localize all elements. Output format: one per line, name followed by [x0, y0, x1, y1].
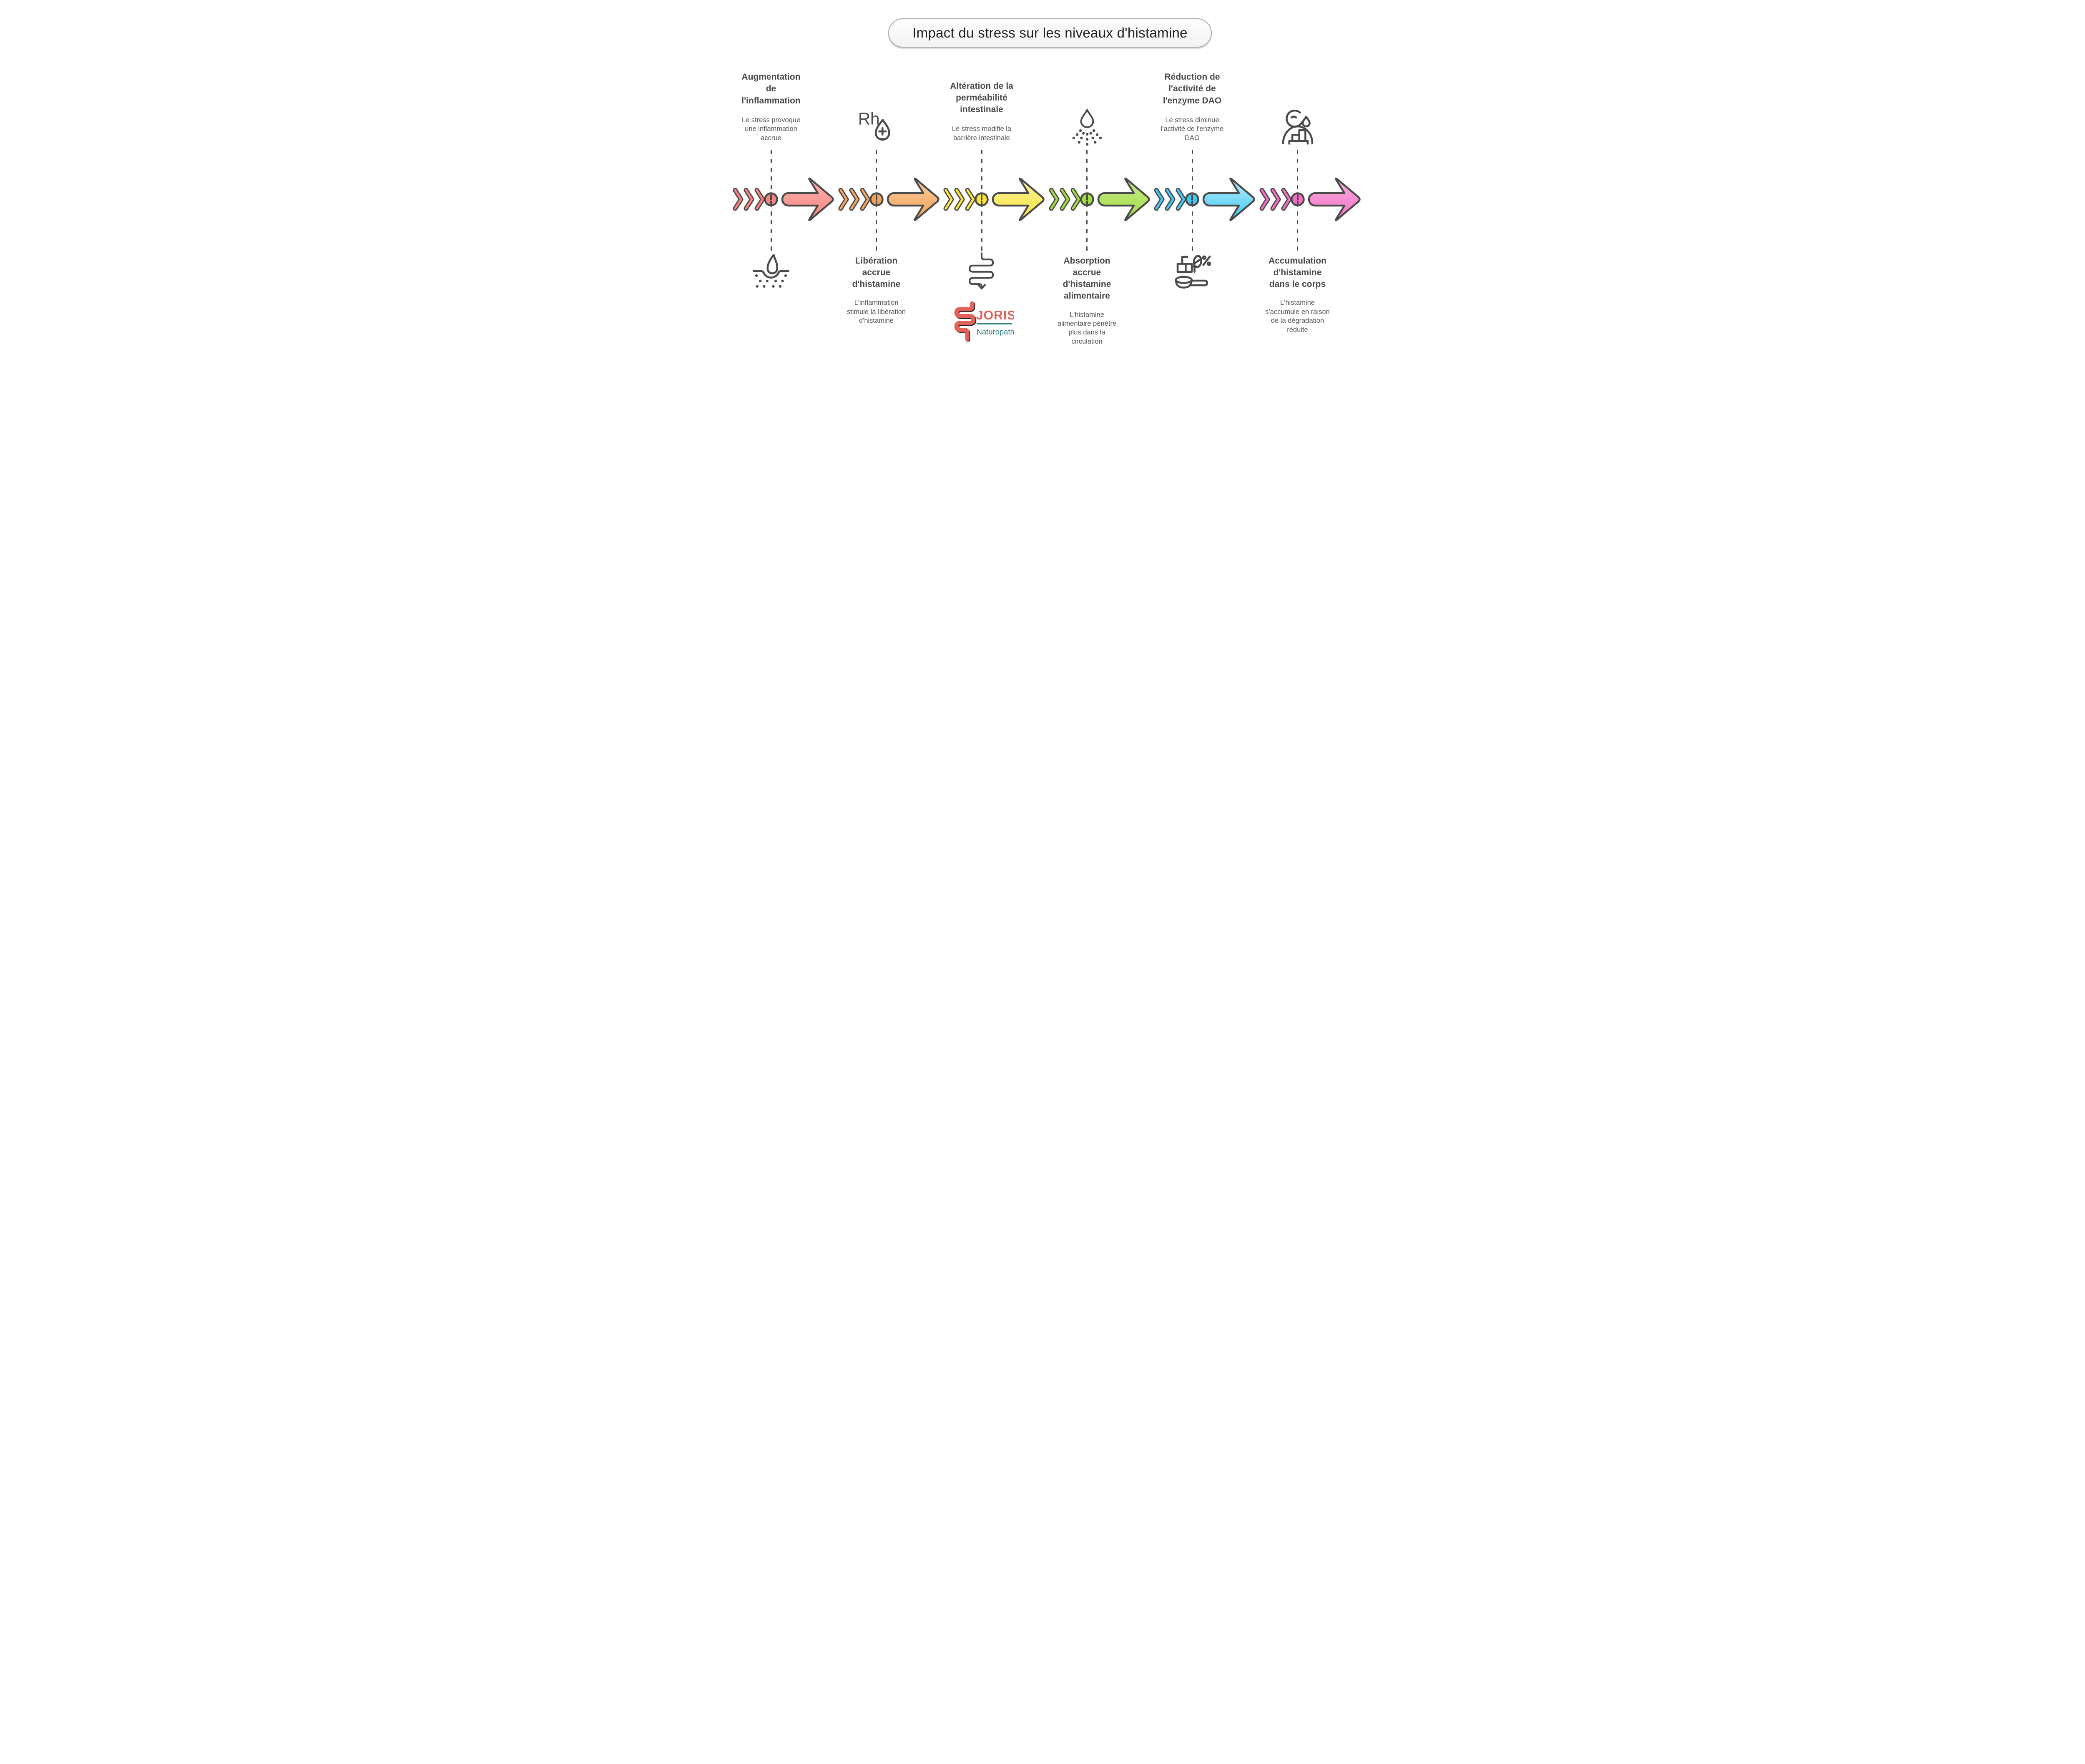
step-description: L'inflammation stimule la libération d'h… [847, 299, 906, 325]
flow-arrow-icon [1097, 177, 1150, 221]
logo-subtitle: Naturopathe [977, 327, 1014, 336]
step-1: Augmentation de l'inflammation Le stress… [718, 0, 834, 364]
step-title: Augmentation de l'inflammation [741, 72, 801, 106]
flow-arrow-icon [781, 177, 834, 221]
timeline-node-icon [975, 192, 989, 206]
page-title: Impact du stress sur les niveaux d'hista… [912, 25, 1188, 40]
timeline-node-icon [869, 192, 884, 206]
flow-arrow-icon [1202, 177, 1255, 221]
logo-name: JORIS [976, 308, 1014, 322]
droplet-spray-icon [1025, 108, 1150, 146]
step-3: Altération de la perméabilité intestinal… [929, 0, 1045, 364]
timeline-node-icon [1080, 192, 1094, 206]
step-description: Le stress provoque une inflammation accr… [741, 116, 801, 142]
chevron-trail-icon [838, 188, 870, 211]
step-top-text: Altération de la perméabilité intestinal… [929, 58, 1034, 143]
step-top-text: Augmentation de l'inflammation Le stress… [718, 58, 824, 143]
flow-arrow-icon [1308, 177, 1361, 221]
timeline-node-icon [1185, 192, 1199, 206]
intestine-logo-icon [954, 301, 976, 342]
chevron-trail-icon [1154, 188, 1186, 211]
step-description: Le stress diminue l'activité de l'enzyme… [1161, 116, 1224, 142]
step-title: Réduction de l'activité de l'enzyme DAO [1163, 72, 1222, 106]
title-pill: Impact du stress sur les niveaux d'hista… [888, 18, 1212, 48]
step-6: Accumulation d'histamine dans le corps L… [1245, 0, 1361, 364]
rh-blood-drop-icon [814, 108, 939, 146]
step-description: Le stress modifie la barrière intestinal… [952, 125, 1012, 142]
step-title: Altération de la perméabilité intestinal… [950, 81, 1013, 114]
step-bottom-text: Absorption accrue d'histamine alimentair… [1035, 255, 1140, 346]
chevron-trail-icon [1049, 188, 1081, 211]
timeline-node-icon [764, 192, 778, 206]
person-sweat-icon [1235, 108, 1360, 146]
step-2: Libération accrue d'histamine L'inflamma… [824, 0, 940, 364]
dao-dose-spoon-icon [1130, 252, 1255, 290]
step-4: Absorption accrue d'histamine alimentair… [1035, 0, 1150, 364]
infographic-canvas: Impact du stress sur les niveaux d'hista… [716, 0, 1369, 364]
flow-arrow-icon [992, 177, 1045, 221]
skin-inflammation-icon [716, 252, 834, 290]
step-title: Libération accrue d'histamine [852, 256, 901, 289]
step-bottom-text: Libération accrue d'histamine L'inflamma… [824, 255, 929, 326]
step-description: L'histamine alimentaire pénètre plus dan… [1057, 311, 1117, 345]
step-description: L'histamine s'accumule en raison de la d… [1265, 299, 1330, 334]
timeline-node-icon [1290, 192, 1305, 206]
step-title: Accumulation d'histamine dans le corps [1269, 256, 1326, 289]
chevron-trail-icon [943, 188, 976, 211]
intestine-arrow-icon [919, 252, 1044, 290]
step-title: Absorption accrue d'histamine alimentair… [1063, 256, 1111, 301]
flow-arrow-icon [887, 177, 940, 221]
step-top-text: Réduction de l'activité de l'enzyme DAO … [1140, 58, 1245, 143]
chevron-trail-icon [733, 188, 765, 211]
step-bottom-text: Accumulation d'histamine dans le corps L… [1245, 255, 1350, 334]
step-5: Réduction de l'activité de l'enzyme DAO … [1140, 0, 1255, 364]
chevron-trail-icon [1259, 188, 1291, 211]
joris-logo: JORIS Naturopathe [950, 301, 1014, 344]
